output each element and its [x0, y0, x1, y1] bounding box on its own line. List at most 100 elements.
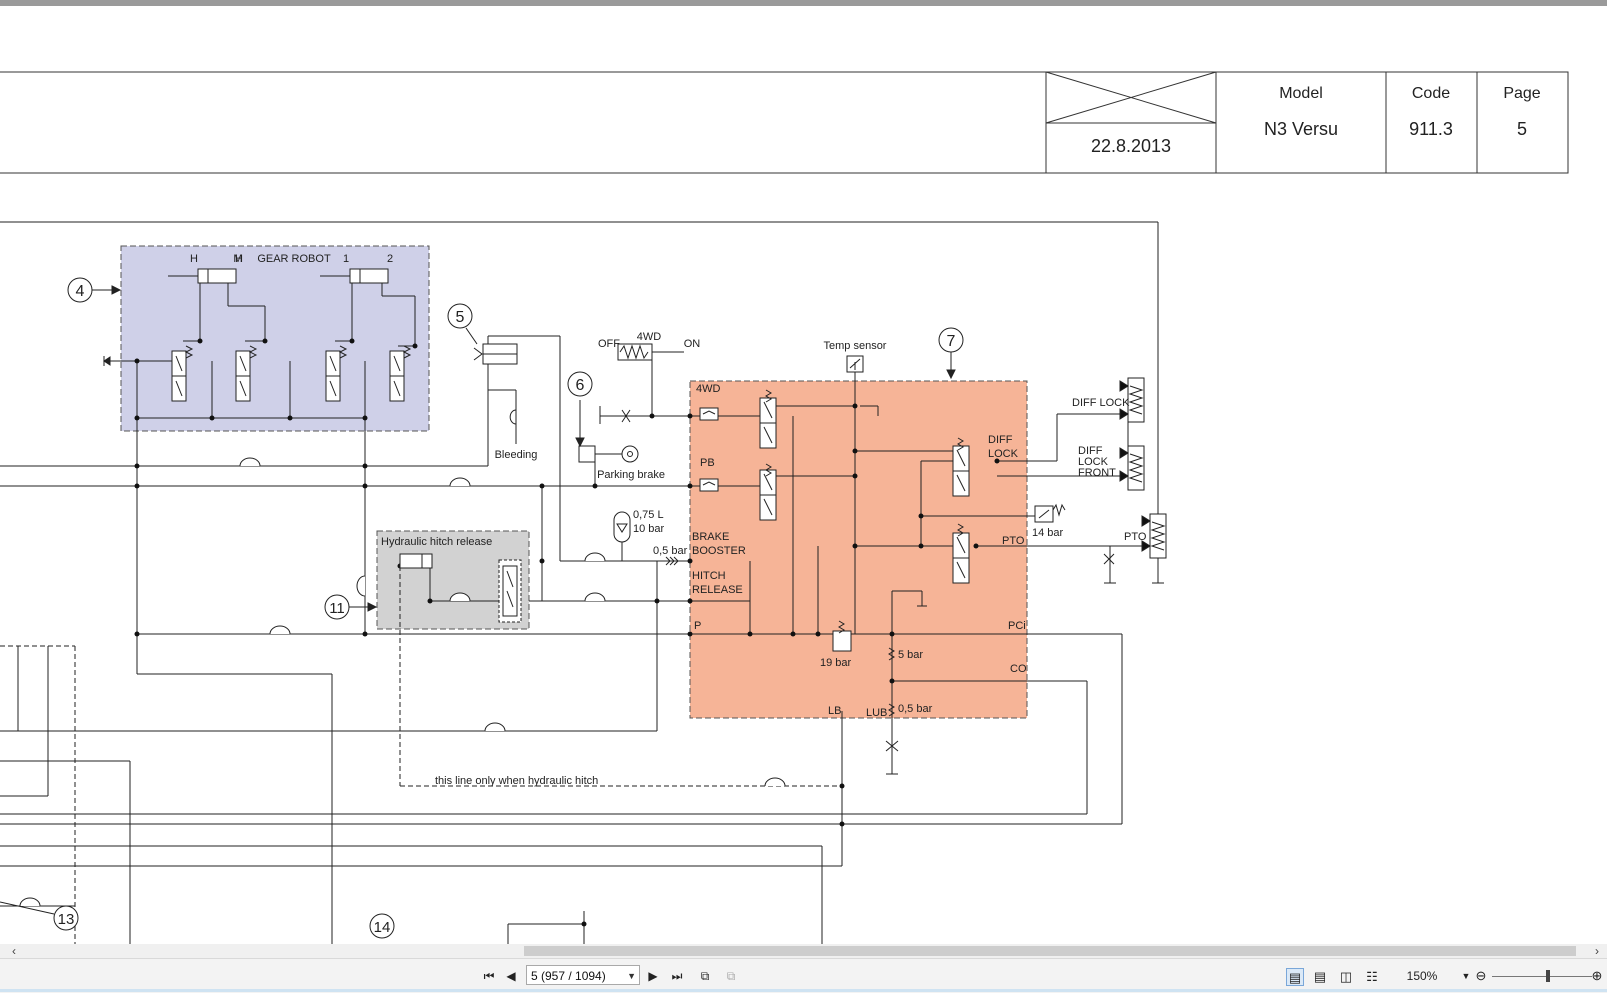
booster-label: BOOSTER	[692, 545, 746, 557]
diff-lock-output-label: DIFF LOCK	[1072, 397, 1130, 409]
diff-lock-front-label-2: LOCK	[1078, 456, 1109, 468]
co-label: CO	[1010, 663, 1027, 675]
gear-robot-m-text: M	[233, 253, 242, 265]
scrollbar-thumb[interactable]	[524, 946, 1576, 956]
continuous-view-icon[interactable]: ▤	[1313, 969, 1327, 984]
document-page: 22.8.2013 Model N3 Versu Code 911.3 Page…	[0, 6, 1607, 944]
diff-lock-front-label-1: DIFF	[1078, 445, 1103, 457]
callout-5-number: 5	[456, 309, 465, 326]
lock-label: LOCK	[988, 448, 1019, 460]
pto-actuator	[1103, 513, 1167, 584]
model-value: N3 Versu	[1264, 119, 1338, 139]
last-page-icon[interactable]: ⏭	[671, 969, 683, 983]
zoom-out-icon[interactable]: ⊖	[1475, 968, 1487, 983]
gear-robot-2-text: 2	[387, 253, 393, 265]
diff-lock-front-label-3: FRONT	[1078, 467, 1116, 479]
code-label: Code	[1412, 85, 1450, 102]
window-top-border	[0, 0, 1607, 6]
relief-05-label: 0,5 bar	[898, 703, 933, 715]
line-crossings	[19, 457, 786, 907]
hitch-release-title: Hydraulic hitch release	[381, 536, 492, 548]
accumulator-pressure: 10 bar	[633, 523, 665, 535]
zoom-slider-track[interactable]	[1492, 976, 1592, 977]
pci-label: PCi	[1008, 620, 1026, 632]
off-label: OFF	[598, 338, 620, 350]
gear-robot-1-text: 1	[343, 253, 349, 265]
first-page-icon[interactable]: ⏮	[483, 969, 495, 983]
parking-brake-actuator	[575, 400, 639, 463]
bleeding-valve-symbol	[473, 335, 560, 444]
diff-lock-actuator	[1119, 377, 1145, 423]
callout-7: 7	[938, 327, 964, 380]
gear-robot-h-text: H	[190, 253, 198, 265]
code-value: 911.3	[1409, 119, 1453, 139]
release-label: RELEASE	[692, 584, 743, 596]
callout-13: 13	[0, 901, 79, 931]
main-valve-components	[699, 389, 970, 775]
copy-page-icon[interactable]: ⧉	[700, 969, 710, 983]
gear-robot-plug-icon	[103, 356, 111, 366]
callout-14-number: 14	[374, 919, 391, 936]
port-p-label: P	[694, 620, 701, 632]
dropdown-caret-icon: ▼	[627, 971, 636, 981]
paste-page-icon[interactable]: ⧉	[726, 969, 736, 983]
check-valve-pressure: 0,5 bar	[653, 545, 688, 557]
callout-6: 6	[567, 371, 593, 397]
page-select-value: 5 (957 / 1094)	[531, 969, 606, 983]
relief-19-label: 19 bar	[820, 657, 852, 669]
zoom-dropdown-caret-icon[interactable]: ▼	[1461, 971, 1471, 981]
single-page-view-icon[interactable]: ▤	[1286, 968, 1304, 986]
on-label: ON	[684, 338, 701, 350]
scroll-left-arrow-icon[interactable]: ‹	[12, 944, 16, 958]
diff-label: DIFF	[988, 434, 1013, 446]
temp-sensor-symbol	[846, 355, 864, 381]
lub-label: LUB	[866, 707, 887, 719]
accumulator-volume: 0,75 L	[633, 509, 664, 521]
callout-11-number: 11	[329, 600, 345, 617]
callout-5: 5	[447, 303, 478, 345]
pto-output-label: PTO	[1124, 531, 1147, 543]
parking-brake-label: Parking brake	[597, 469, 665, 481]
brake-label: BRAKE	[692, 531, 729, 543]
pressure-switch-14bar	[1034, 503, 1066, 523]
zoom-slider-handle[interactable]	[1546, 970, 1550, 982]
valve-4wd-label: 4WD	[696, 383, 721, 395]
hitch-note: this line only when hydraulic hitch	[435, 775, 598, 787]
bleeding-label: Bleeding	[495, 449, 538, 461]
model-label: Model	[1279, 85, 1323, 102]
diff-lock-front-actuator	[1119, 445, 1145, 491]
gear-robot-cylinders	[168, 268, 389, 284]
accumulator-symbol	[613, 511, 679, 566]
callout-13-number: 13	[58, 911, 75, 928]
four-wd-top-label: 4WD	[637, 331, 662, 343]
callout-4-number: 4	[76, 283, 85, 300]
zoom-level[interactable]: 150%	[1406, 969, 1438, 983]
taskbar-edge	[0, 989, 1607, 992]
scroll-right-arrow-icon[interactable]: ›	[1595, 944, 1599, 958]
callout-6-number: 6	[576, 377, 585, 394]
main-valve-block	[689, 380, 1028, 719]
viewer-toolbar: ⏮ ◀ 5 (957 / 1094) ▼ ▶ ⏭ ⧉ ⧉ ▤ ▤ ◫ ☷ 150…	[0, 958, 1607, 993]
temp-sensor-label: Temp sensor	[824, 340, 887, 352]
two-page-view-icon[interactable]: ◫	[1339, 969, 1353, 984]
four-wd-actuator	[599, 343, 684, 424]
valve-pb-label: PB	[700, 457, 715, 469]
switch-14-label: 14 bar	[1032, 527, 1064, 539]
callout-4: 4	[67, 277, 122, 303]
two-page-continuous-view-icon[interactable]: ☷	[1366, 969, 1378, 984]
horizontal-scrollbar[interactable]: ‹ ›	[0, 944, 1607, 958]
hitch-cylinder	[399, 553, 522, 623]
previous-page-icon[interactable]: ◀	[506, 969, 516, 983]
callout-7-number: 7	[947, 333, 956, 350]
page-select-dropdown[interactable]: 5 (957 / 1094) ▼	[526, 965, 640, 985]
zoom-in-icon[interactable]: ⊕	[1591, 968, 1603, 983]
lb-label: LB	[828, 705, 841, 717]
relief-5-label: 5 bar	[898, 649, 923, 661]
callout-14: 14	[369, 913, 395, 939]
pto-inner-label: PTO	[1002, 535, 1025, 547]
next-page-icon[interactable]: ▶	[648, 969, 658, 983]
gear-robot-title: GEAR ROBOT	[257, 253, 331, 265]
title-date: 22.8.2013	[1091, 136, 1171, 156]
hydraulic-schematic: 22.8.2013 Model N3 Versu Code 911.3 Page…	[0, 71, 1569, 944]
callout-11: 11	[324, 594, 378, 620]
